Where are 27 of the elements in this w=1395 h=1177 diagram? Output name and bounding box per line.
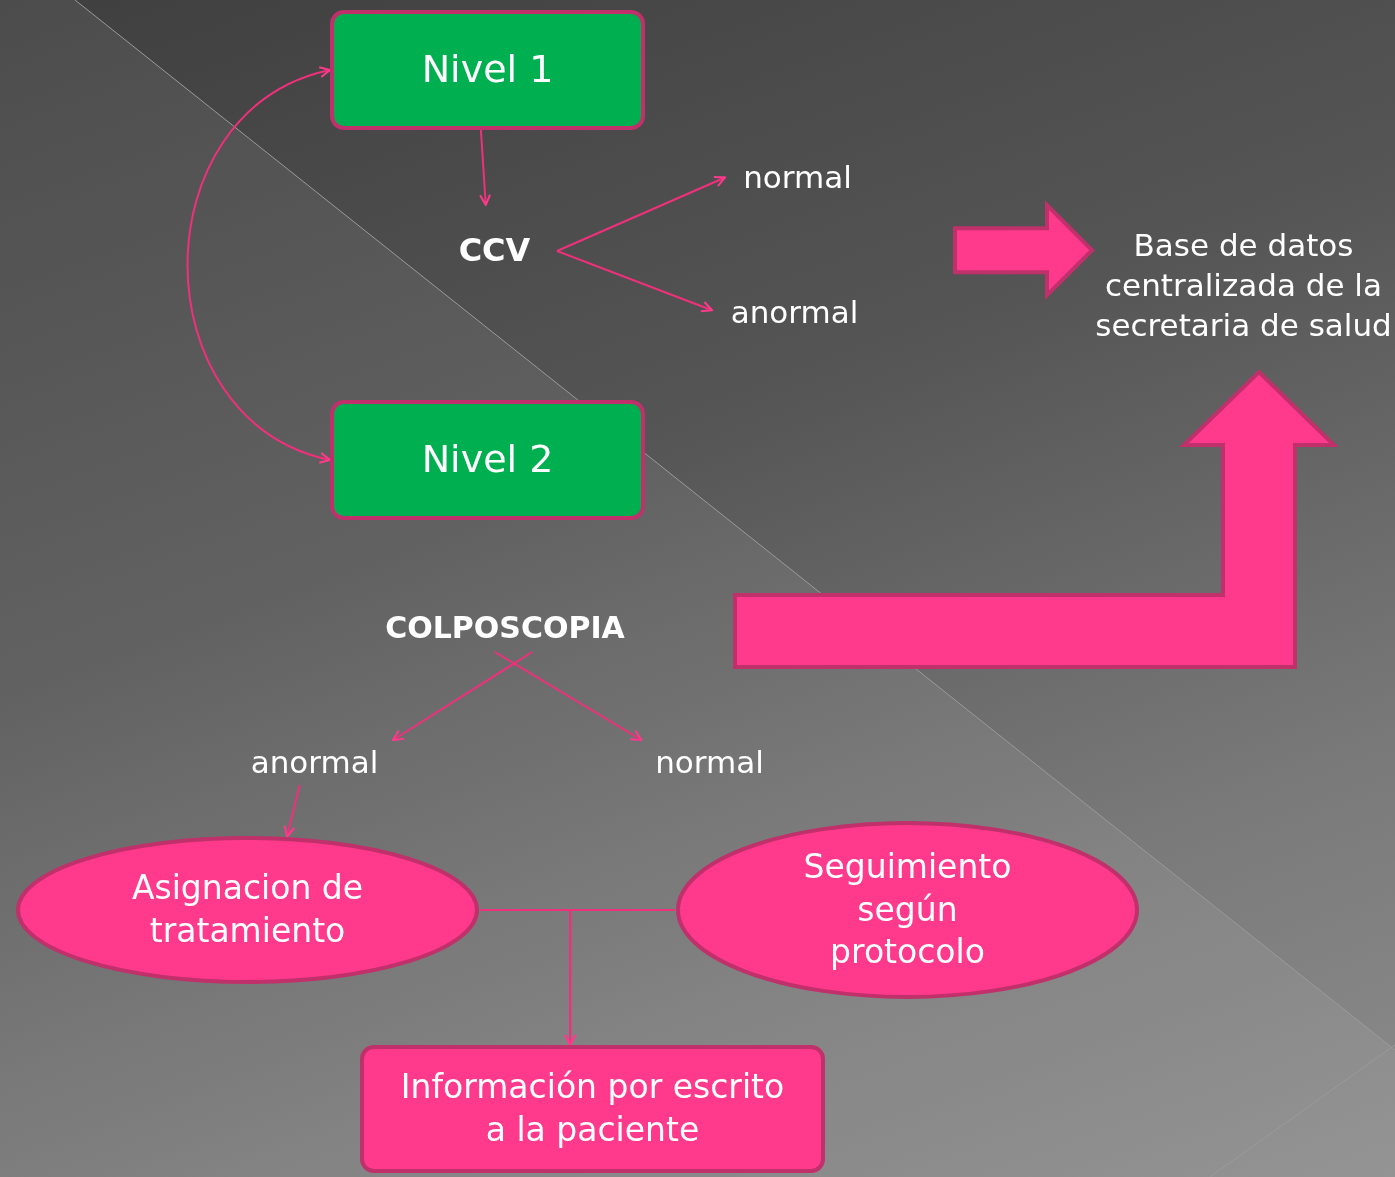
arrow (493, 651, 643, 741)
arrow (479, 129, 492, 206)
node-text: Información por escrito a la paciente (399, 1066, 786, 1151)
arrow (283, 784, 301, 838)
arrow (556, 175, 726, 252)
process-label: COLPOSCOPIA (385, 608, 625, 647)
outcome-label: normal (743, 158, 852, 198)
information-box (360, 1045, 825, 1173)
outcome-label: normal (655, 743, 764, 783)
level-box (330, 400, 645, 520)
outcome-label: anormal (730, 293, 859, 333)
node-text: Asignacion de tratamiento (130, 867, 365, 952)
arrow (556, 250, 713, 313)
block-arrow (953, 200, 1095, 301)
arrow (564, 909, 676, 1046)
level-box (330, 10, 645, 130)
block-arrow (733, 369, 1339, 669)
arrow (392, 651, 534, 741)
treatment-ellipse (15, 835, 480, 985)
follow-up-ellipse (675, 820, 1140, 1000)
node-text: Nivel 2 (421, 436, 554, 484)
outcome-label: anormal (250, 743, 379, 783)
arrow (186, 67, 331, 463)
node-text: Seguimiento según protocolo (802, 845, 1013, 974)
node-text: Nivel 1 (421, 46, 554, 94)
database-label: Base de datos centralizada de la secretaria de salud (1094, 225, 1393, 346)
process-label: CCV (458, 230, 531, 272)
